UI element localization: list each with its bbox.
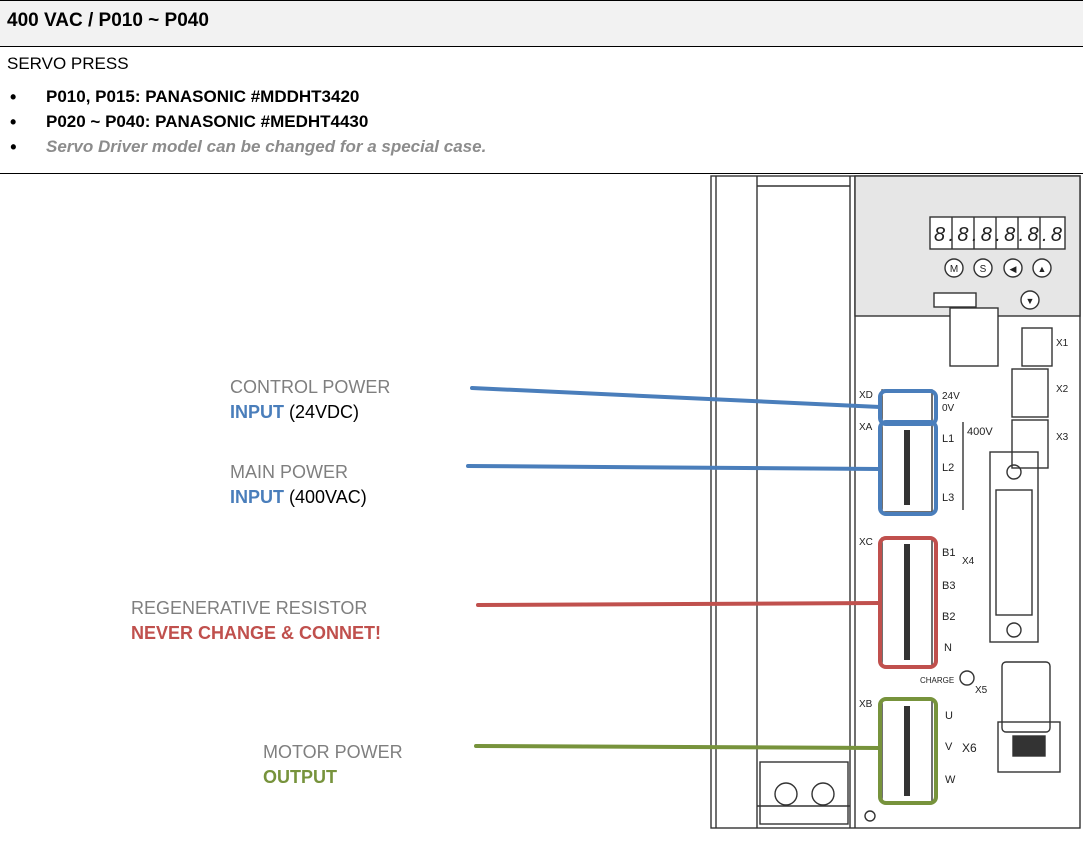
x3-connector xyxy=(1011,419,1049,469)
ground-symbol-icon xyxy=(864,810,876,822)
button-m-label: M xyxy=(950,264,958,275)
note-item-italic: Servo Driver model can be changed for a … xyxy=(0,136,1083,161)
mode-button-icon xyxy=(944,258,964,278)
main-power-label: MAIN POWER INPUT (400VAC) xyxy=(230,460,367,510)
port-xc-label: XC xyxy=(859,537,873,548)
ground-screw-icon xyxy=(774,782,798,806)
control-power-highlight xyxy=(878,389,938,426)
regen-leader-line xyxy=(476,601,882,607)
x5-connector xyxy=(1001,661,1051,733)
terminal-w-label: W xyxy=(945,774,956,786)
terminal-24v-label: 24V xyxy=(942,391,960,402)
note-item: P010, P015: PANASONIC #MDDHT3420 xyxy=(0,86,1083,111)
note-item: P020 ~ P040: PANASONIC #MEDHT4430 xyxy=(0,111,1083,136)
terminal-v-label: V xyxy=(945,741,953,753)
regen-warning: NEVER CHANGE & CONNET! xyxy=(131,623,382,643)
section-subtitle: SERVO PRESS xyxy=(7,54,129,73)
left-button-icon xyxy=(1003,258,1023,278)
button-s-label: S xyxy=(980,264,987,275)
charge-lamp xyxy=(959,670,975,686)
motor-power-label: MOTOR POWER OUTPUT xyxy=(263,740,403,790)
divider xyxy=(0,173,1083,174)
x1-connector xyxy=(1021,327,1053,367)
ground-screw-icon xyxy=(811,782,835,806)
terminal-b1-label: B1 xyxy=(942,547,955,559)
terminal-l3-label: L3 xyxy=(942,492,954,504)
control-power-title: CONTROL POWER xyxy=(230,377,391,397)
x4-connector xyxy=(989,451,1039,643)
title-bar: 400 VAC / P010 ~ P040 xyxy=(0,0,1083,47)
control-power-label: CONTROL POWER INPUT (24VDC) xyxy=(230,375,390,425)
regen-title: REGENERATIVE RESISTOR xyxy=(131,598,368,618)
port-xd-label: XD xyxy=(859,390,873,401)
terminal-n-label: N xyxy=(944,642,952,654)
down-button-icon xyxy=(1020,290,1040,310)
port-x5-label: X5 xyxy=(975,685,988,696)
terminal-0v-label: 0V xyxy=(942,403,955,414)
port-x6-label: X6 xyxy=(962,741,977,755)
port-x2-label: X2 xyxy=(1056,384,1069,395)
port-xb-label: XB xyxy=(859,699,873,710)
up-button-icon xyxy=(1032,258,1052,278)
control-power-input: INPUT xyxy=(230,402,284,422)
control-power-leader-line xyxy=(470,386,882,409)
terminal-400v-label: 400V xyxy=(967,426,993,438)
control-power-spec: (24VDC) xyxy=(284,402,360,422)
motor-power-title: MOTOR POWER xyxy=(263,742,403,762)
motor-power-highlight xyxy=(878,697,938,805)
xd-terminal-block xyxy=(881,389,933,423)
terminal-u-label: U xyxy=(945,710,953,722)
port-x4-label: X4 xyxy=(962,556,975,567)
x2-connector xyxy=(1011,368,1049,418)
main-power-input: INPUT xyxy=(230,487,284,507)
page-title: 400 VAC / P010 ~ P040 xyxy=(7,10,209,31)
model-notes-list: P010, P015: PANASONIC #MDDHT3420 P020 ~ … xyxy=(0,86,1083,161)
port-x1-label: X1 xyxy=(1056,338,1069,349)
button-up-label: ▲ xyxy=(1038,264,1047,274)
port-x3-label: X3 xyxy=(1056,432,1069,443)
port-xa-label: XA xyxy=(859,422,873,433)
usb-mini-port xyxy=(933,292,977,308)
main-power-spec: (400VAC) xyxy=(284,487,367,507)
terminal-b2-label: B2 xyxy=(942,611,955,623)
main-power-leader-line xyxy=(466,464,882,471)
x6-connector xyxy=(997,721,1061,773)
terminal-l1-label: L1 xyxy=(942,433,954,445)
terminal-l2-label: L2 xyxy=(942,462,954,474)
button-left-label: ◀ xyxy=(1010,264,1017,274)
motor-power-leader-line xyxy=(474,744,882,750)
set-button-icon xyxy=(973,258,993,278)
charge-label: CHARGE xyxy=(920,676,954,685)
display-digits: 8.8.8.8.8.8 xyxy=(934,224,1062,246)
button-down-label: ▼ xyxy=(1026,296,1035,306)
terminal-b3-label: B3 xyxy=(942,580,955,592)
main-power-title: MAIN POWER xyxy=(230,462,349,482)
motor-power-output: OUTPUT xyxy=(263,767,337,787)
regen-resistor-label: REGENERATIVE RESISTOR NEVER CHANGE & CON… xyxy=(131,596,381,646)
